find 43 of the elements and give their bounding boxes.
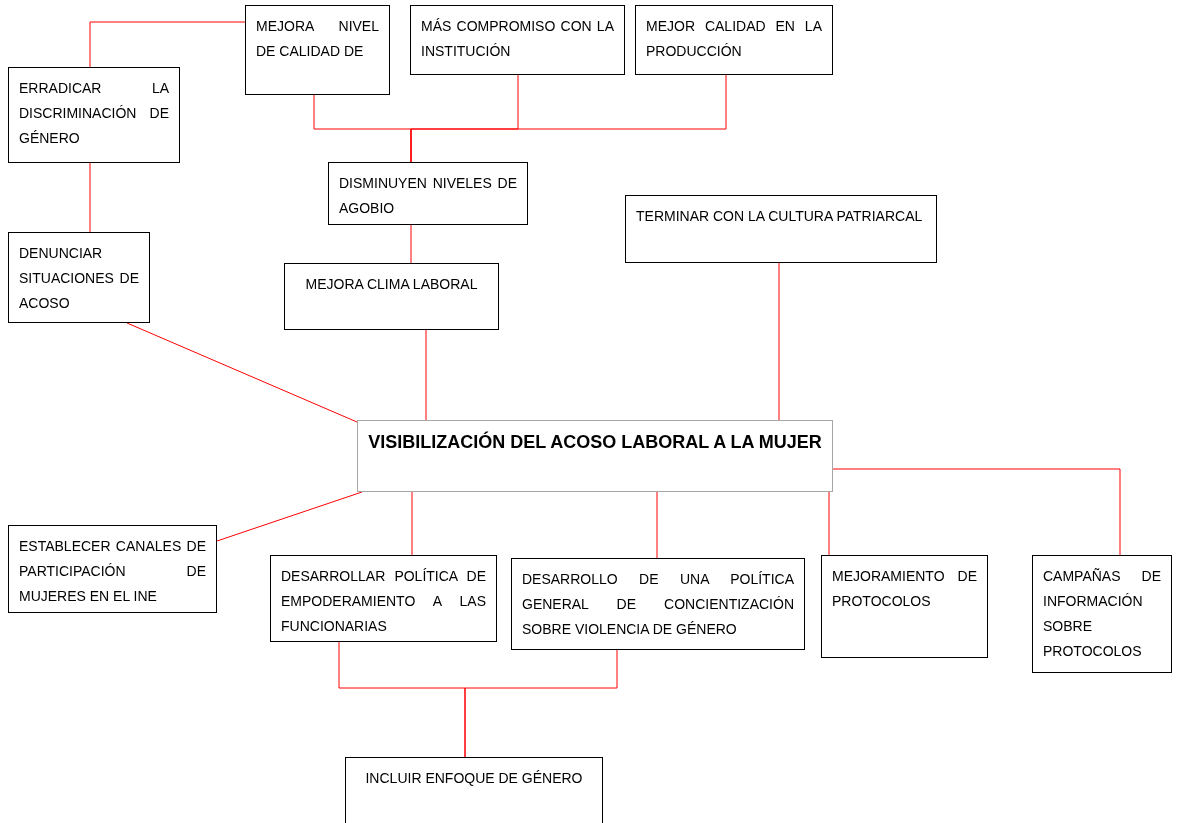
- connector-line: [425, 329, 427, 421]
- box-text: MEJOR CALIDAD EN LA PRODUCCIÓN: [646, 17, 822, 61]
- box-text: MÁS COMPROMISO CON LA INSTITUCIÓN: [421, 17, 614, 61]
- connector-line: [832, 468, 1121, 556]
- box-text: MEJORA CLIMA LABORAL: [304, 275, 479, 294]
- box-text: DESARROLLO DE UNA POLÍTICA GENERAL DE CONCIENTIZACIÓN SOBRE VIOLENCIA DE GÉNERO: [522, 570, 794, 639]
- effect-box: [635, 5, 833, 75]
- box-text: DISMINUYEN NIVELES DE AGOBIO: [339, 174, 517, 218]
- connector-line: [778, 262, 780, 421]
- connector-line: [656, 491, 658, 559]
- connector-line: [410, 74, 727, 163]
- connector-line: [89, 162, 91, 233]
- box-text: ESTABLECER CANALES DE PARTICIPACIÓN DE MUJERES EN EL INE: [19, 537, 206, 606]
- effect-box: [8, 232, 150, 323]
- effect-box: [328, 162, 528, 225]
- connector-line: [216, 491, 363, 542]
- connector-line: [828, 491, 830, 556]
- box-text: INCLUIR ENFOQUE DE GÉNERO: [364, 769, 584, 788]
- effect-box: [410, 5, 625, 75]
- effect-box: [8, 67, 180, 163]
- effect-box: [284, 263, 499, 330]
- effect-box: [1032, 555, 1172, 673]
- connector-line: [410, 224, 412, 264]
- box-text: MEJORAMIENTO DE PROTOCOLOS: [832, 567, 977, 611]
- central-problem-box: [357, 420, 833, 492]
- effect-box: [8, 525, 217, 613]
- effect-box: [511, 558, 805, 650]
- effect-box: [821, 555, 988, 658]
- box-text: DESARROLLAR POLÍTICA DE EMPODERAMIENTO A LAS FUNCIONARIAS: [281, 567, 486, 636]
- effect-box: [270, 555, 497, 642]
- box-text: MEJORA NIVEL DE CALIDAD DE: [256, 17, 379, 61]
- effect-box: [245, 5, 390, 95]
- box-text: TERMINAR CON LA CULTURA PATRIARCAL: [636, 207, 924, 226]
- connector-line: [89, 21, 246, 68]
- connector-line: [126, 322, 358, 423]
- box-text: ERRADICAR LA DISCRIMINACIÓN DE GÉNERO: [19, 79, 169, 148]
- central-problem-text: VISIBILIZACIÓN DEL ACOSO LABORAL A LA MUJER: [368, 430, 822, 454]
- connector-line: [411, 491, 413, 556]
- effect-box: [625, 195, 937, 263]
- connector-line: [464, 649, 618, 758]
- box-text: DENUNCIAR SITUACIONES DE ACOSO: [19, 244, 139, 313]
- box-text: CAMPAÑAS DE INFORMACIÓN SOBRE PROTOCOLOS: [1043, 567, 1161, 661]
- effect-box: [345, 757, 603, 823]
